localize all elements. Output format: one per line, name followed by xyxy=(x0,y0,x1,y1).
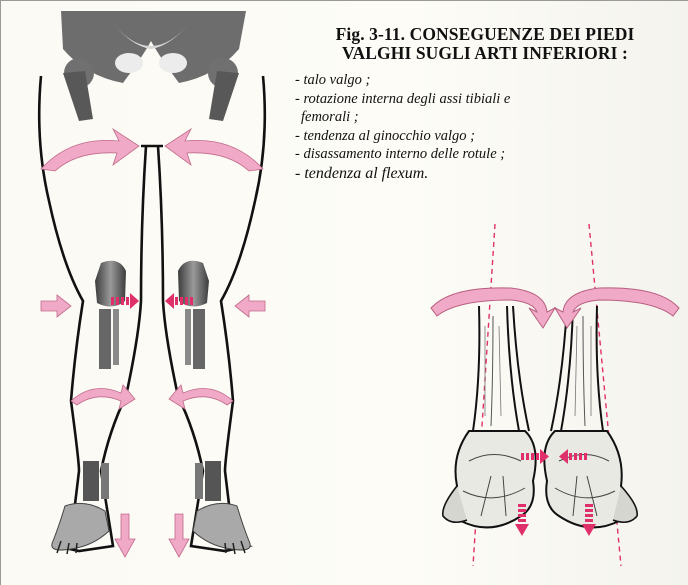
right-lower-leg-bones xyxy=(551,306,603,431)
left-heel-bones xyxy=(443,431,536,527)
figure-title-line-1: Fig. 3-11. CONSEGUENZE DEI PIEDI xyxy=(289,25,681,44)
left-knee-bone xyxy=(95,261,126,369)
right-shin-bone xyxy=(195,461,221,501)
left-lower-leg-bones xyxy=(473,306,529,431)
knee-arrow-left-outer xyxy=(41,295,71,317)
effect-item: - talo valgo ; xyxy=(295,71,681,90)
right-heel-bones xyxy=(544,431,637,527)
right-knee-bone xyxy=(178,261,209,369)
feet-rear-view-illustration xyxy=(421,216,688,576)
pelvis-bone xyxy=(61,11,246,121)
legs-illustration xyxy=(1,1,281,585)
hip-rotation-arrow-left xyxy=(41,129,139,171)
effect-item: - tendenza al ginocchio valgo ; xyxy=(295,127,681,146)
left-shin-bone xyxy=(83,461,109,501)
figure-title-line-2: VALGHI SUGLI ARTI INFERIORI : xyxy=(289,44,681,63)
left-foot-bones xyxy=(52,503,109,554)
figure-title: Fig. 3-11. CONSEGUENZE DEI PIEDI VALGHI … xyxy=(289,25,681,63)
figure-caption: Fig. 3-11. CONSEGUENZE DEI PIEDI VALGHI … xyxy=(289,25,681,184)
foot-down-arrow-right xyxy=(169,514,189,557)
effect-item: - rotazione interna degli assi tibiali e… xyxy=(295,90,681,127)
effects-list: - talo valgo ; - rotazione interna degli… xyxy=(289,71,681,184)
effect-item: - disassamento interno delle rotule ; xyxy=(295,145,681,164)
shin-rotation-arrow-right xyxy=(169,385,233,409)
knee-arrow-right-outer xyxy=(235,295,265,317)
right-tibial-rotation-arrow xyxy=(555,288,679,328)
hip-rotation-arrow-right xyxy=(165,129,263,171)
shin-rotation-arrow-left xyxy=(71,385,135,409)
foot-down-arrow-left xyxy=(115,514,135,557)
effect-item: - tendenza al flexum. xyxy=(295,164,681,184)
